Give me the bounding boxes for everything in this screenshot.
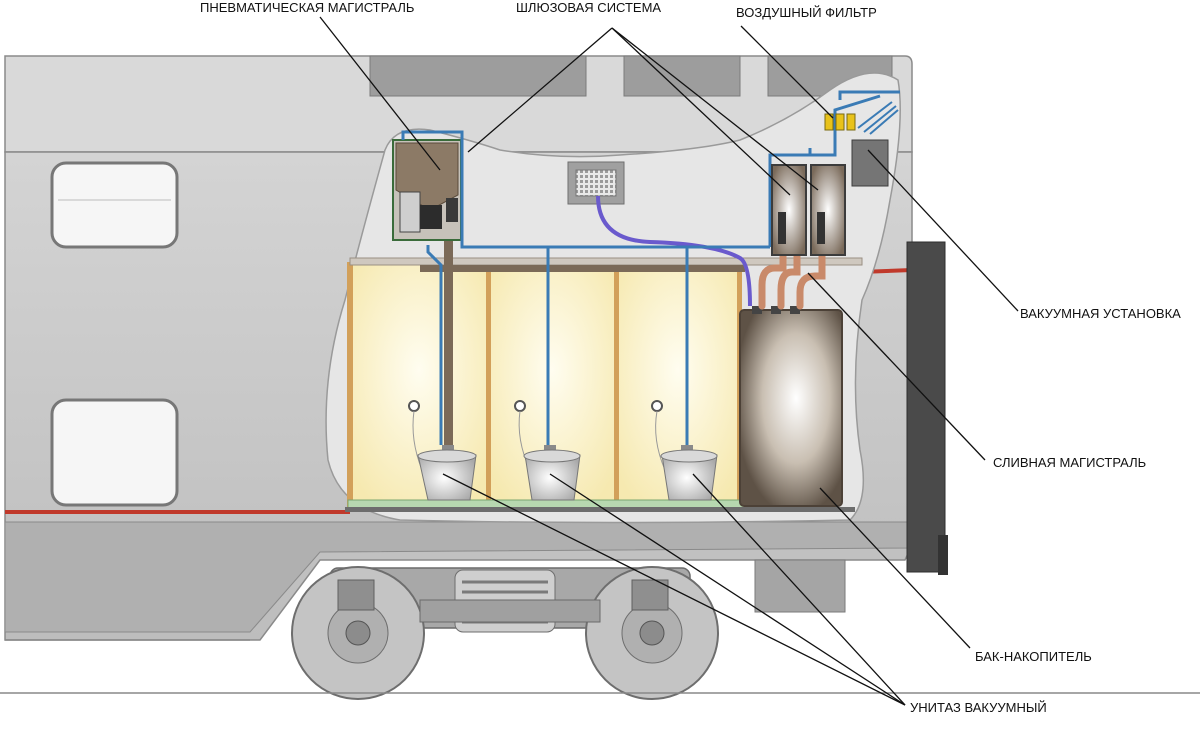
label-pneumatic-main: ПНЕВМАТИЧЕСКАЯ МАГИСТРАЛЬ xyxy=(200,0,414,15)
storage-tank xyxy=(739,306,843,507)
vacuum-installation-box xyxy=(851,139,889,187)
label-vacuum-toilet: УНИТАЗ ВАКУУМНЫЙ xyxy=(910,700,1047,715)
label-storage-tank: БАК-НАКОПИТЕЛЬ xyxy=(975,649,1092,664)
pneumatic-main-pipes xyxy=(401,90,900,445)
leader-lines xyxy=(319,16,1019,706)
vacuum-toilet-1 xyxy=(417,445,477,501)
vacuum-toilet-2 xyxy=(523,445,581,501)
air-filters xyxy=(824,101,899,135)
label-air-filter: ВОЗДУШНЫЙ ФИЛЬТР xyxy=(736,5,877,20)
label-vacuum-unit: ВАКУУМНАЯ УСТАНОВКА xyxy=(1020,306,1181,321)
vacuum-toilet-3 xyxy=(660,445,718,501)
pneumatic-device xyxy=(392,139,462,241)
vacuum-lock-units xyxy=(771,164,846,256)
label-drain-main: СЛИВНАЯ МАГИСТРАЛЬ xyxy=(993,455,1146,470)
label-lock-system: ШЛЮЗОВАЯ СИСТЕМА xyxy=(516,0,661,15)
bogie xyxy=(291,566,719,700)
vacuum-toilets xyxy=(417,445,718,501)
ventilation-grille xyxy=(567,161,625,205)
drain-main-pipes xyxy=(758,251,826,310)
